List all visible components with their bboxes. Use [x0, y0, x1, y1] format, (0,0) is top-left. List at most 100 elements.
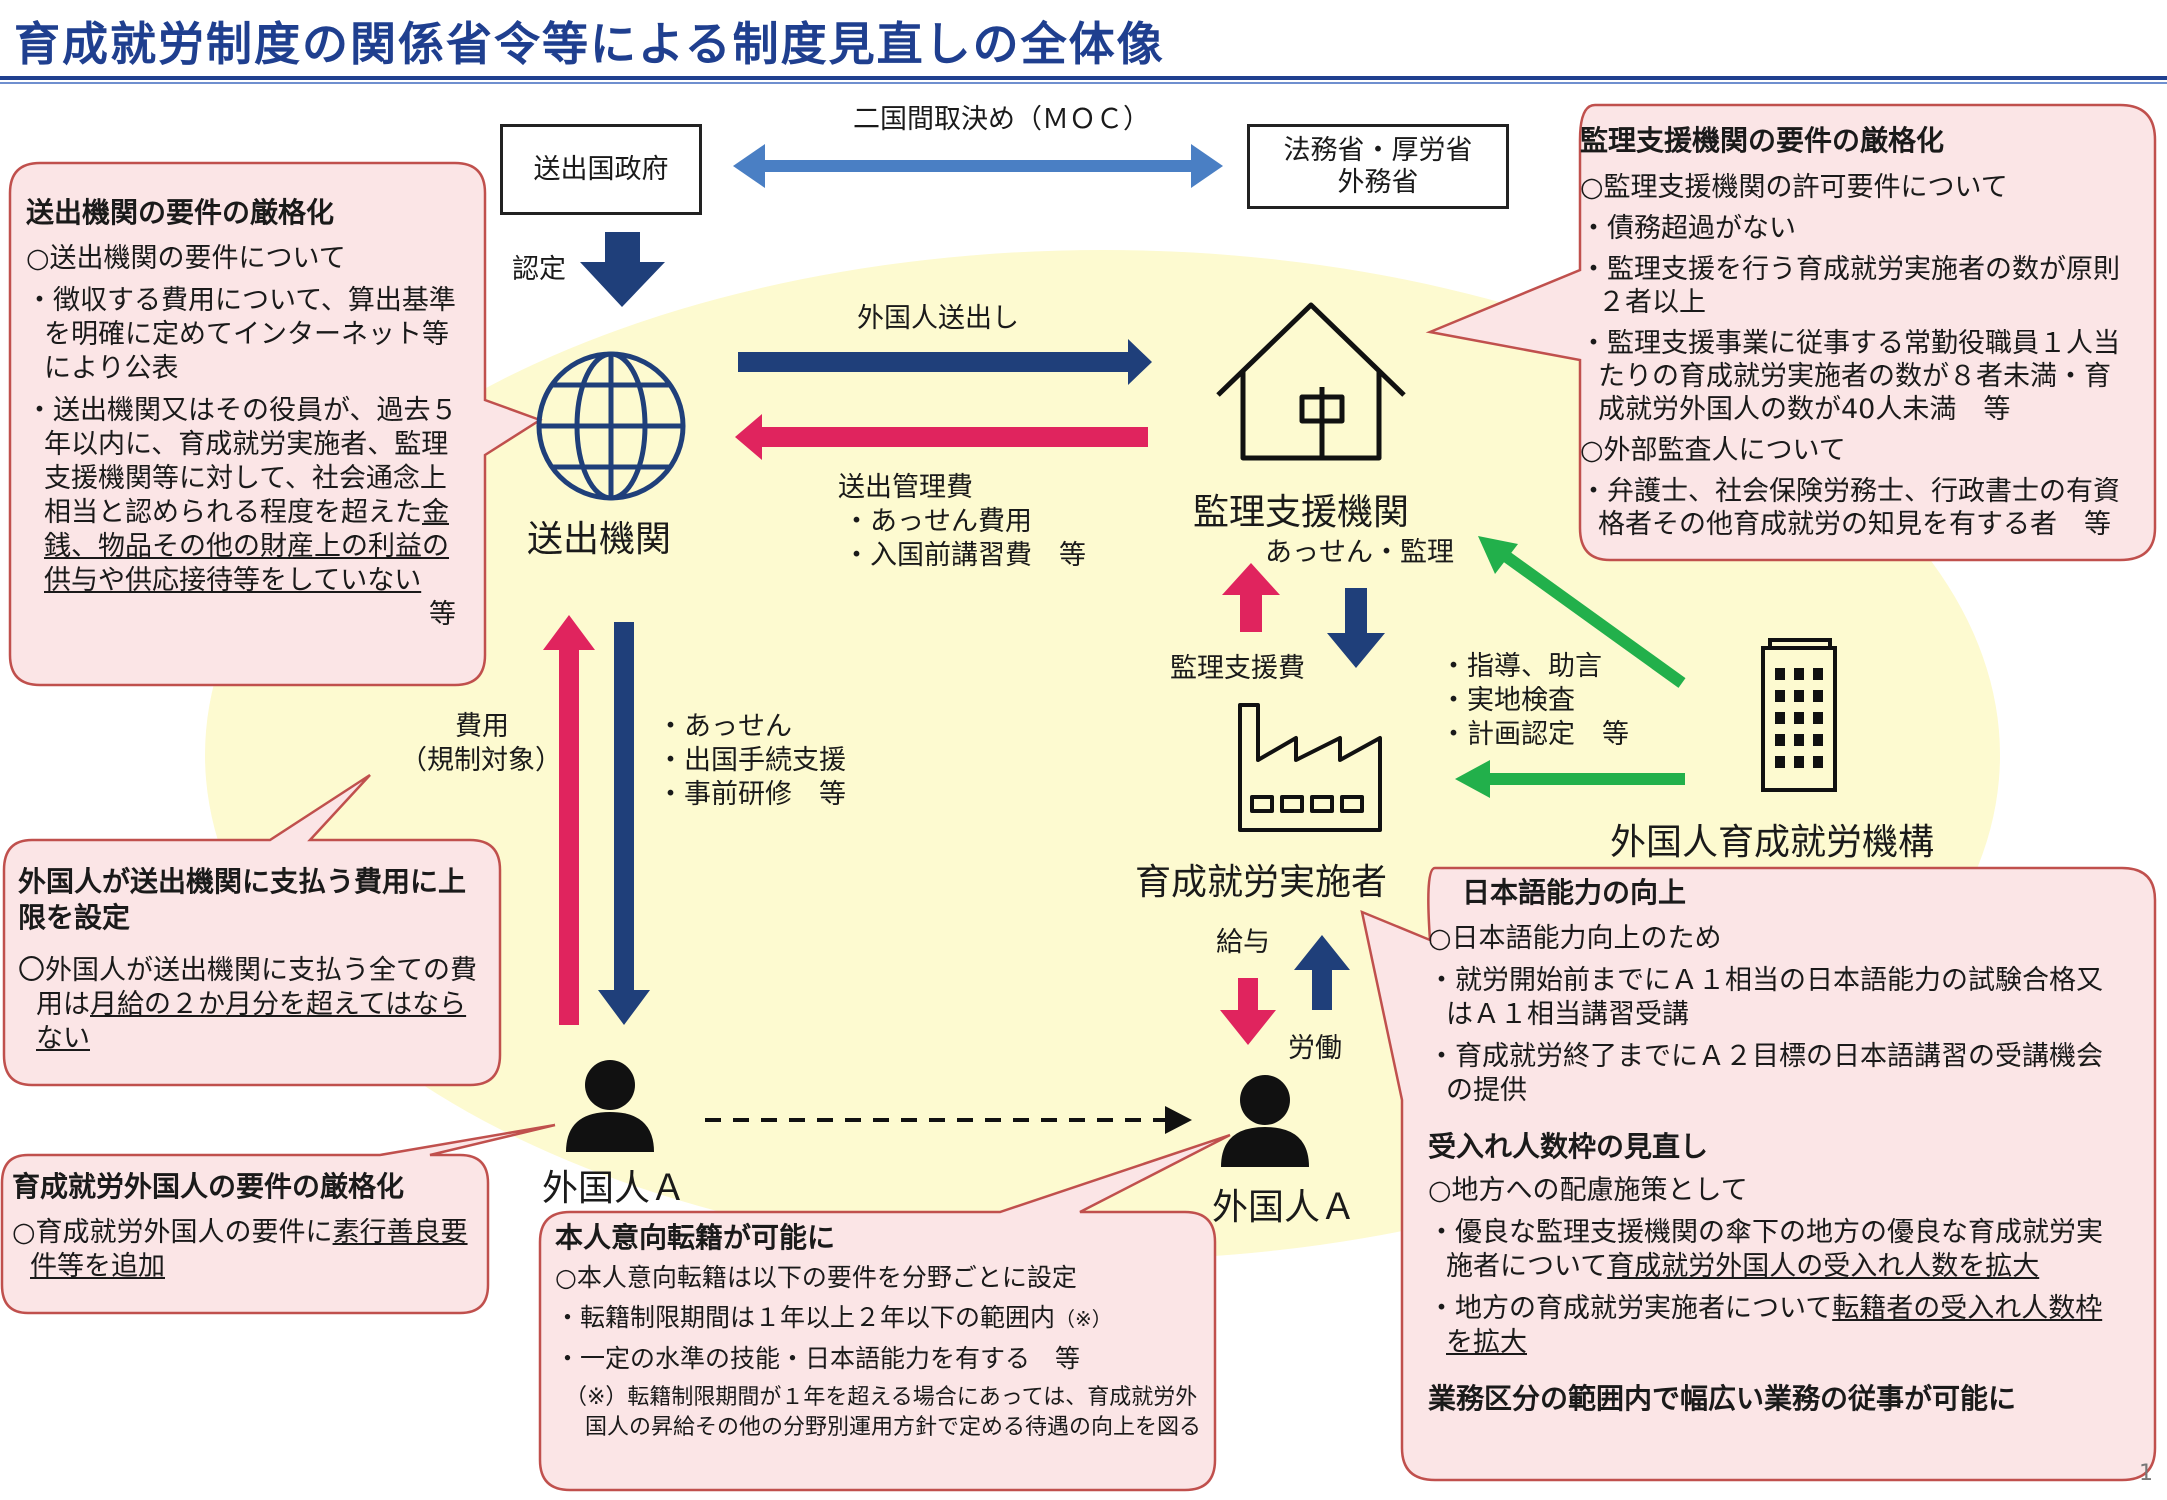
person-icon-right [1221, 1075, 1309, 1167]
page-number: 1 [2139, 1461, 2153, 1486]
text: 〇外国人が送出機関に支払う全ての費用は [18, 955, 477, 1020]
underlined-text: 育成就労外国人の受入れ人数を拡大 [1607, 1251, 2040, 1282]
callout-text: 〇外国人が送出機関に支払う全ての費用は月給の２か月分を超えてはならない [18, 954, 488, 1056]
assen-kanri-arrow [1327, 588, 1385, 668]
bullet-text: ・送出機関又はその役員が、過去５年以内に、育成就労実施者、監理支援機関等に対して… [26, 395, 458, 528]
callout-note: （※）転籍制限期間が１年を超える場合にあっては、育成就労外国人の昇給その他の分野… [565, 1385, 1202, 1440]
foreigner-a-left-label: 外国人Ａ [542, 1168, 687, 1209]
mgmt-fee-arrow [735, 414, 1148, 460]
labor-arrow [1294, 935, 1350, 1010]
callout-heading: 本人意向転籍が可能に [555, 1221, 836, 1254]
nintei-label: 認定 [512, 254, 566, 285]
callout-fee-cap-shape [2, 773, 502, 1087]
support-item-2: ・出国手続支援 [657, 745, 846, 776]
callout-heading: 育成就労外国人の要件の厳格化 [12, 1170, 405, 1203]
bullet-text: ・優良な監理支援機関の傘下の地方の優良な育成就労実施者について [1428, 1217, 2103, 1282]
callout-transfer: 本人意向転籍が可能に ○本人意向転籍は以下の要件を分野ごとに設定 ・転籍制限期間… [555, 1222, 1205, 1443]
callout-heading-3: 業務区分の範囲内で幅広い業務の従事が可能に [1428, 1382, 2017, 1415]
callout-heading: 外国人が送出機関に支払う費用に上限を設定 [18, 865, 467, 934]
cost-arrow [543, 615, 595, 1025]
page-title: 育成就労制度の関係省令等による制度見直しの全体像 [14, 17, 1165, 71]
cost-regulated-label: （規制対象） [400, 745, 562, 776]
callout-bullet: ・優良な監理支援機関の傘下の地方の優良な育成就労実施者について育成就労外国人の受… [1428, 1216, 2128, 1284]
sending-org-label: 送出機関 [527, 519, 672, 560]
send-out-arrow [738, 339, 1152, 385]
callout-subheading: ○日本語能力向上のため [1428, 923, 1722, 954]
bullet-text: ・転籍制限期間は１年以上２年以下の範囲内 [555, 1303, 1056, 1332]
factory-icon [1238, 703, 1382, 832]
underlined-text: 転籍者の受入れ人数枠を拡大 [1446, 1293, 2103, 1358]
nintei-arrow [580, 232, 665, 307]
callout-etc: 等 [429, 599, 456, 630]
salary-arrow [1220, 978, 1276, 1045]
title-underline [0, 76, 2167, 80]
callout-subheading: ○本人意向転籍は以下の要件を分野ごとに設定 [555, 1263, 1077, 1292]
callout-heading: 監理支援機関の要件の厳格化 [1580, 124, 1945, 157]
callout-subheading: ○送出機関の要件について [26, 243, 346, 274]
callout-heading-2: 受入れ人数枠の見直し [1428, 1130, 1709, 1163]
support-item-3: ・事前研修 等 [657, 779, 846, 810]
building-icon [1761, 638, 1837, 792]
support-arrow [598, 622, 650, 1025]
callout-bullet: ・就労開始前までにＡ１相当の日本語能力の試験合格又はＡ１相当講習受講 [1428, 965, 2103, 1030]
ministries-box: 法務省・厚労省 外務省 [1247, 124, 1509, 209]
foreigner-a-right-label: 外国人Ａ [1212, 1187, 1357, 1228]
underlined-text: 金銭、物品その他の財産上の利益の供与や供応接待等をしていない [44, 497, 449, 596]
callout-heading: 送出機関の要件の厳格化 [26, 196, 335, 229]
assen-kanri-label: あっせん・監理 [1265, 537, 1454, 568]
moc-double-arrow [733, 144, 1223, 188]
callout-japanese-shape [1360, 866, 2157, 1482]
callout-bullet: ・地方の育成就労実施者について転籍者の受入れ人数枠を拡大 [1428, 1292, 2128, 1360]
title-underline-thin [0, 82, 2167, 84]
callout-subheading: ○地方への配慮施策として [1428, 1175, 1748, 1206]
callout-supervisor-req-shape [1425, 103, 2157, 562]
callout-sending-requirements: 送出機関の要件の厳格化 ○送出機関の要件について ・徴収する費用について、算出基… [26, 196, 466, 632]
guidance-item-2: ・実地検査 [1440, 685, 1575, 716]
callout-text: ○育成就労外国人の要件に素行善良要件等を追加 [12, 1216, 477, 1284]
callout-bullet: ・弁護士、社会保険労務士、行政書士の有資格者その他育成就労の知見を有する者 等 [1580, 476, 2120, 540]
implementer-label: 育成就労実施者 [1135, 862, 1388, 903]
callout-subheading: ○監理支援機関の許可要件について [1580, 172, 2008, 203]
mgmt-fee-label: 送出管理費 [838, 472, 973, 503]
callout-transfer-shape [538, 1133, 1231, 1492]
callout-fee-cap: 外国人が送出機関に支払う費用に上限を設定 〇外国人が送出機関に支払う全ての費用は… [18, 864, 488, 1056]
sending-government-label: 送出国政府 [533, 154, 669, 185]
cost-label: 費用 [455, 711, 509, 742]
kanri-fee-label: 監理支援費 [1170, 653, 1305, 684]
mgmt-fee-item-1: ・あっせん費用 [843, 506, 1032, 537]
callout-bullet: ・育成就労終了までにＡ２目標の日本語講習の受講機会の提供 [1428, 1041, 2103, 1106]
send-out-label: 外国人送出し [857, 303, 1019, 334]
callout-bullet: ・転籍制限期間は１年以上２年以下の範囲内（※） [555, 1302, 1205, 1335]
moc-label: 二国間取決め（ＭＯＣ） [853, 104, 1150, 135]
agency-label: 外国人育成就労機構 [1610, 822, 1935, 863]
text: ○育成就労外国人の要件に [12, 1217, 333, 1248]
callout-bullet: ・債務超過がない [1580, 213, 1796, 244]
callout-sending-req-shape [8, 161, 543, 687]
agency-to-supervisor-arrow [1496, 547, 1686, 688]
labor-label: 労働 [1288, 1033, 1342, 1064]
callout-heading: 日本語能力の向上 [1462, 876, 1687, 909]
support-item-1: ・あっせん [657, 711, 792, 742]
mgmt-fee-item-2: ・入国前講習費 等 [843, 540, 1086, 571]
guidance-item-3: ・計画認定 等 [1440, 719, 1629, 750]
callout-subheading: ○外部監査人について [1580, 435, 1846, 466]
building-windows [1775, 668, 1823, 768]
callout-worker-requirements: 育成就労外国人の要件の厳格化 ○育成就労外国人の要件に素行善良要件等を追加 [12, 1170, 477, 1284]
callout-bullet: ・送出機関又はその役員が、過去５年以内に、育成就労実施者、監理支援機関等に対して… [26, 394, 466, 598]
supervisor-label: 監理支援機関 [1193, 492, 1410, 533]
bullet-text: ・地方の育成就労実施者について [1428, 1293, 1833, 1324]
callout-bullet: ・徴収する費用について、算出基準を明確に定めてインターネット等により公表 [26, 285, 456, 384]
underlined-text: 素行善良要件等を追加 [30, 1217, 468, 1282]
globe-icon [536, 351, 686, 501]
callout-supervisor-requirements: 監理支援機関の要件の厳格化 ○監理支援機関の許可要件について ・債務超過がない … [1580, 124, 2130, 541]
callout-japanese-ability: 日本語能力の向上 ○日本語能力向上のため ・就労開始前までにＡ１相当の日本語能力… [1428, 876, 2128, 1426]
person-icon-left [566, 1060, 654, 1152]
guidance-item-1: ・指導、助言 [1440, 651, 1602, 682]
sending-government-box: 送出国政府 [500, 124, 702, 215]
callout-bullet: ・監理支援を行う育成就労実施者の数が原則２者以上 [1580, 254, 2120, 318]
salary-label: 給与 [1216, 927, 1270, 958]
kanri-fee-arrow [1222, 563, 1280, 632]
callout-bullet: ・一定の水準の技能・日本語能力を有する 等 [555, 1344, 1081, 1373]
footnote-mark: （※） [1055, 1307, 1112, 1331]
